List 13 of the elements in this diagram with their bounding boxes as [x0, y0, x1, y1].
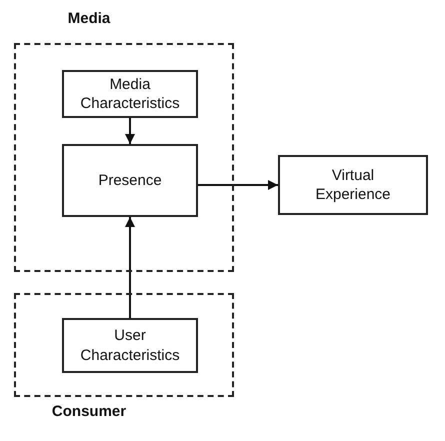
box-label: Presence [98, 170, 162, 190]
arrow [125, 118, 135, 144]
group-heading: Consumer [50, 403, 128, 420]
process-box [62, 70, 198, 118]
arrow [198, 180, 278, 190]
process-box [278, 155, 428, 215]
group-heading: Media [66, 10, 112, 27]
process-box [62, 318, 198, 373]
box-label: Media Characteristics [80, 74, 180, 114]
arrow [125, 217, 135, 318]
box-label: User Characteristics [80, 326, 180, 365]
box-label: Virtual Experience [314, 166, 392, 204]
process-box [62, 144, 198, 217]
